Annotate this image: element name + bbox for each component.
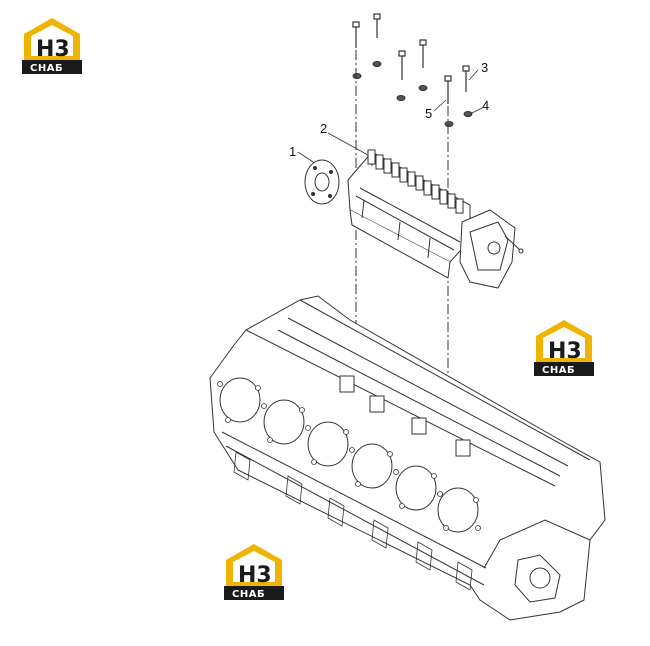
- cylinder-bores: [219, 377, 479, 533]
- injection-pump-part-2: [347, 149, 524, 289]
- callout-leaders: [297, 69, 483, 169]
- bolt: [373, 13, 381, 38]
- washer: [418, 85, 428, 91]
- pump-detail-lines: [355, 187, 461, 259]
- cylinder-bore: [263, 399, 305, 445]
- logo-bottom-text: CHAБ: [542, 365, 575, 376]
- callout-5: 5: [425, 106, 432, 121]
- engine-block: [209, 295, 606, 621]
- washer: [463, 111, 473, 117]
- cylinder-bore: [351, 443, 393, 489]
- bolt: [398, 50, 406, 80]
- callout-2: 2: [320, 121, 327, 136]
- logo-hb-text: H3: [36, 37, 70, 62]
- bolt: [444, 75, 452, 104]
- cylinder-bore: [395, 465, 437, 511]
- washer-group: [352, 61, 473, 127]
- cylinder-bore: [307, 421, 349, 467]
- cylinder-bore: [437, 487, 479, 533]
- crankcase-openings: [233, 451, 473, 591]
- logo-bottom-text: CHAБ: [30, 63, 63, 74]
- washer: [396, 95, 406, 101]
- bolt: [352, 21, 360, 48]
- brand-logo-middle-right: H3 CHAБ: [534, 320, 594, 376]
- washer: [352, 73, 362, 79]
- brand-logo-bottom-left: H3 CHAБ: [224, 544, 284, 600]
- logo-hb-text: H3: [238, 563, 272, 588]
- callout-3: 3: [481, 60, 488, 75]
- callout-1: 1: [289, 144, 296, 159]
- bolt: [419, 39, 427, 68]
- brand-logo-top-left: H3 CHAБ: [22, 18, 82, 74]
- plunger-row: [367, 149, 464, 214]
- bolt-group: [352, 13, 470, 104]
- bolt: [462, 65, 470, 92]
- logo-hb-text: H3: [548, 339, 582, 364]
- washer: [444, 121, 454, 127]
- washer: [372, 61, 382, 67]
- head-bolt-holes: [217, 381, 481, 531]
- mounting-pads: [339, 375, 471, 457]
- flange-part-1: [304, 159, 340, 205]
- callout-4: 4: [482, 98, 489, 113]
- cylinder-bore: [219, 377, 261, 423]
- logo-bottom-text: CHAБ: [232, 589, 265, 600]
